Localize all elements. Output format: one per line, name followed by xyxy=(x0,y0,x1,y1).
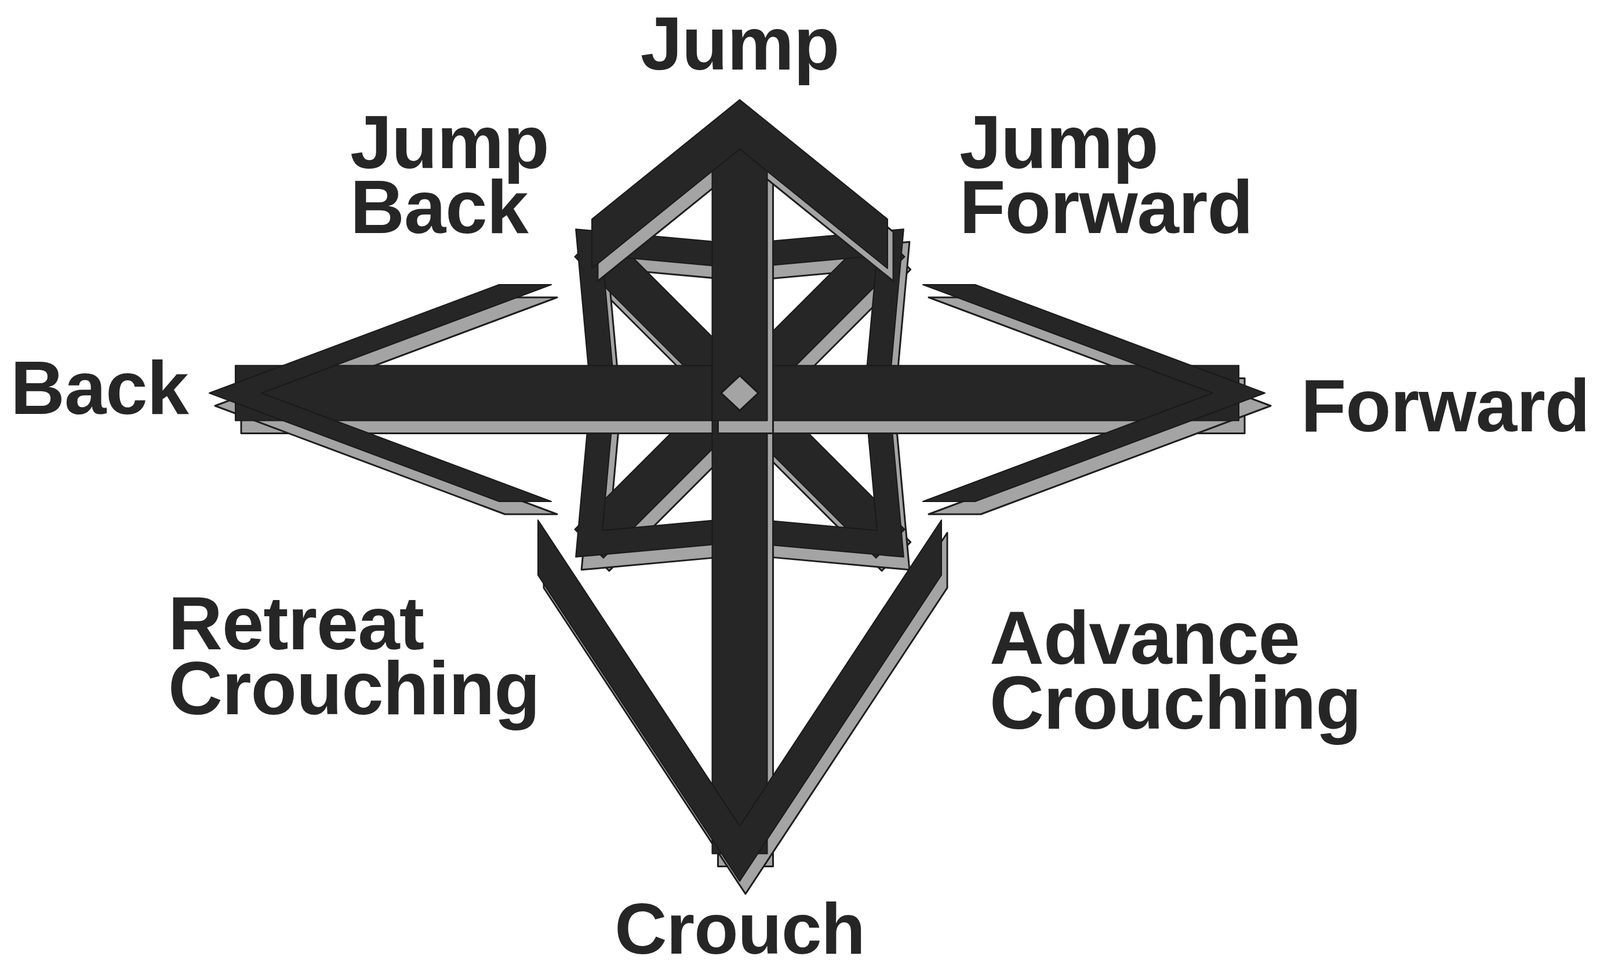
direction-arrow xyxy=(712,284,1266,502)
direction-label: Advance Crouching xyxy=(989,605,1362,736)
direction-arrow xyxy=(209,284,552,502)
direction-label: Retreat Crouching xyxy=(168,591,540,722)
direction-arrow xyxy=(712,124,768,421)
direction-arrow xyxy=(712,365,768,854)
direction-arrow xyxy=(537,365,942,882)
direction-label: Jump xyxy=(640,11,840,77)
direction-label: Crouch xyxy=(614,897,865,960)
direction-label: Back xyxy=(10,355,189,421)
direction-arrow xyxy=(591,99,888,269)
direction-arrow xyxy=(591,99,888,421)
direction-arrow xyxy=(537,520,942,882)
direction-arrow xyxy=(209,284,768,502)
direction-arrow xyxy=(922,284,1265,502)
direction-label: Jump Forward xyxy=(959,110,1253,240)
direction-arrow xyxy=(235,365,768,421)
direction-label: Forward xyxy=(1300,373,1590,438)
center-diamond xyxy=(721,375,759,411)
arrow-bevel xyxy=(597,112,894,434)
direction-label: Jump Back xyxy=(350,110,549,240)
